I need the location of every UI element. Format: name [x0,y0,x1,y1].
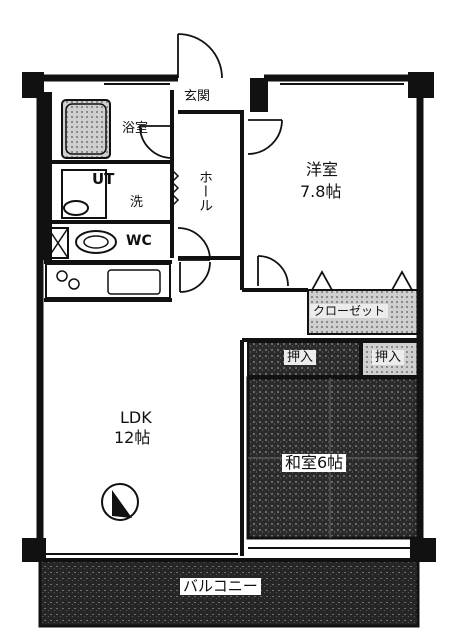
balcony-label: バルコニー [180,578,261,595]
toilet-tank [47,227,69,259]
closet-label: クローゼット [310,304,389,318]
washer [61,169,107,219]
sink-basin [63,200,89,216]
ldk-size: 12帖 [114,428,151,447]
hall-label: ホール [197,170,213,212]
bathtub [61,99,111,159]
western-room-name: 洋室 [306,160,339,179]
oshiire-right-label: 押入 [372,350,405,365]
doors [139,33,289,293]
utility-label: UT [92,170,115,188]
corner-top-left [22,72,44,98]
western-room-size: 7.8帖 [300,182,342,201]
bath-label: 浴室 [122,121,149,136]
kitchen-counter [45,263,171,299]
corner-bottom-left [22,538,46,562]
wc-label: WC [126,233,152,249]
closet-door-marks [311,270,413,291]
stove-burner-2 [68,278,80,290]
toilet-bowl [75,230,117,254]
ldk-name: LDK [120,408,152,427]
wet-area-wall [40,92,52,260]
washitsu-label: 和室6帖 [282,454,347,472]
oshiire-left-label: 押入 [284,350,317,365]
corner-bottom-right [410,538,436,562]
north-arrow-icon [101,483,139,521]
entry-pillar [250,78,268,112]
wash-label: 洗 [130,195,144,210]
kitchen-sink [107,269,161,295]
stove-burner-1 [56,270,68,282]
entrance-label: 玄関 [184,89,211,104]
corner-top-right [408,72,434,98]
